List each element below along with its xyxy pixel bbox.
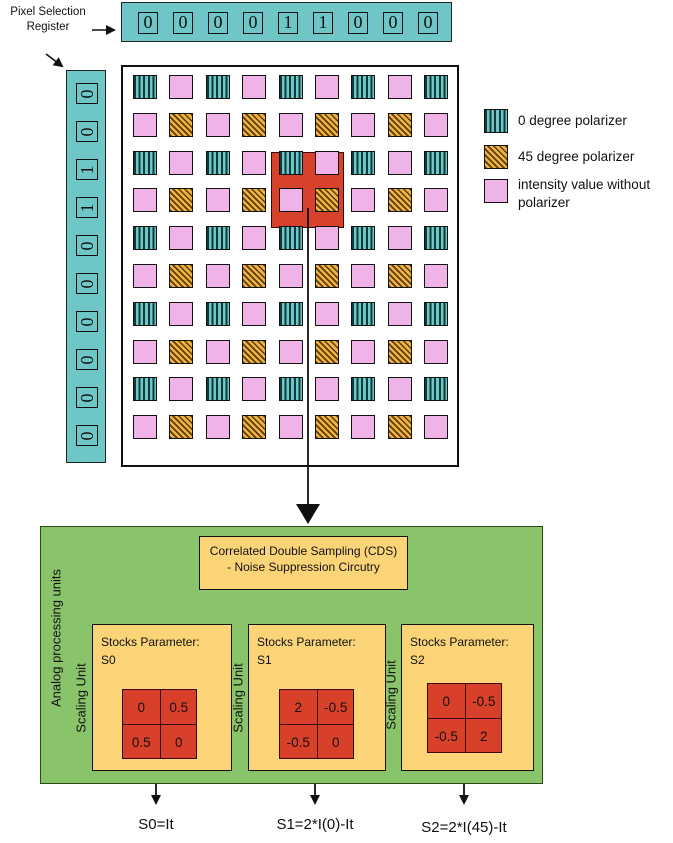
register-arrow-vertical	[45, 53, 64, 68]
scaling-unit-s2: Stocks Parameter:S2 0 -0.5 -0.5 2	[401, 624, 534, 771]
equation-s1: S1=2*I(0)-It	[276, 816, 354, 833]
vreg-cell: 0	[76, 83, 98, 104]
vreg-cell: 0	[76, 273, 98, 294]
horizontal-selection-register: 0 0 0 0 1 1 0 0 0	[121, 2, 452, 42]
matrix-cell: 0	[316, 724, 354, 759]
scaling-unit-s0: Stocks Parameter:S0 0 0.5 0.5 0	[92, 624, 232, 771]
matrix-cell: -0.5	[316, 690, 355, 724]
matrix-cell: 0	[442, 693, 450, 709]
vertical-selection-register: 0 0 1 1 0 0 0 0 0 0	[66, 70, 106, 463]
matrix-cell: 2	[464, 718, 502, 753]
vreg-cell: 1	[76, 159, 98, 180]
analog-panel-label: Analog processing units	[48, 568, 64, 708]
stokes-parameter-title: Stocks Parameter:S2	[410, 635, 509, 667]
vreg-cell: 0	[76, 121, 98, 142]
legend-swatch-0-degree	[484, 109, 508, 133]
matrix-cell: -0.5	[428, 718, 465, 753]
legend-label-0-degree: 0 degree polarizer	[518, 113, 627, 128]
cds-block: Correlated Double Sampling (CDS) - Noise…	[199, 536, 408, 590]
legend-swatch-45-degree	[484, 145, 508, 169]
hreg-cell: 0	[383, 12, 403, 34]
stokes-parameter-title: Stocks Parameter:S0	[101, 635, 200, 667]
hreg-cell: 0	[173, 12, 193, 34]
vreg-cell: 0	[76, 349, 98, 370]
matrix-cell: 0	[137, 699, 145, 715]
matrix-cell: 0.5	[159, 690, 198, 724]
hreg-cell: 0	[208, 12, 228, 34]
hreg-cell: 1	[278, 12, 298, 34]
scaling-matrix: 2 -0.5 -0.5 0	[279, 689, 354, 759]
equation-s2: S2=2*I(45)-It	[421, 819, 507, 836]
vreg-cell: 0	[76, 235, 98, 256]
legend-swatch-intensity	[484, 179, 508, 203]
scaling-unit-label: Scaling Unit	[383, 660, 399, 730]
hreg-cell: 0	[138, 12, 158, 34]
scaling-unit-s1: Stocks Parameter:S1 2 -0.5 -0.5 0	[248, 624, 386, 771]
cds-title: Correlated Double Sampling (CDS)	[209, 544, 398, 558]
vreg-cell: 1	[76, 197, 98, 218]
scaling-matrix: 0 -0.5 -0.5 2	[427, 683, 502, 753]
scaling-matrix: 0 0.5 0.5 0	[122, 689, 197, 759]
vreg-cell: 0	[76, 425, 98, 446]
equation-s0: S0=It	[138, 816, 174, 833]
matrix-cell: 0	[159, 724, 197, 759]
hreg-cell: 1	[313, 12, 333, 34]
hreg-cell: 0	[243, 12, 263, 34]
stokes-parameter-title: Stocks Parameter:S1	[257, 635, 356, 667]
hreg-cell: 0	[348, 12, 368, 34]
vreg-cell: 0	[76, 387, 98, 408]
matrix-cell: 2	[294, 699, 302, 715]
vreg-cell: 0	[76, 311, 98, 332]
matrix-cell: 0.5	[123, 724, 160, 759]
legend-label-45-degree: 45 degree polarizer	[518, 149, 635, 164]
scaling-unit-label: Scaling Unit	[230, 663, 246, 733]
cds-subtitle: - Noise Suppression Circutry	[227, 560, 380, 574]
scaling-unit-label: Scaling Unit	[73, 663, 89, 733]
array-to-cds-arrowhead	[296, 504, 320, 524]
legend-label-intensity: intensity value without polarizer	[518, 177, 651, 210]
matrix-cell: -0.5	[464, 684, 503, 718]
hreg-cell: 0	[418, 12, 438, 34]
register-label: Pixel Selection Register	[10, 6, 86, 33]
matrix-cell: -0.5	[280, 724, 317, 759]
